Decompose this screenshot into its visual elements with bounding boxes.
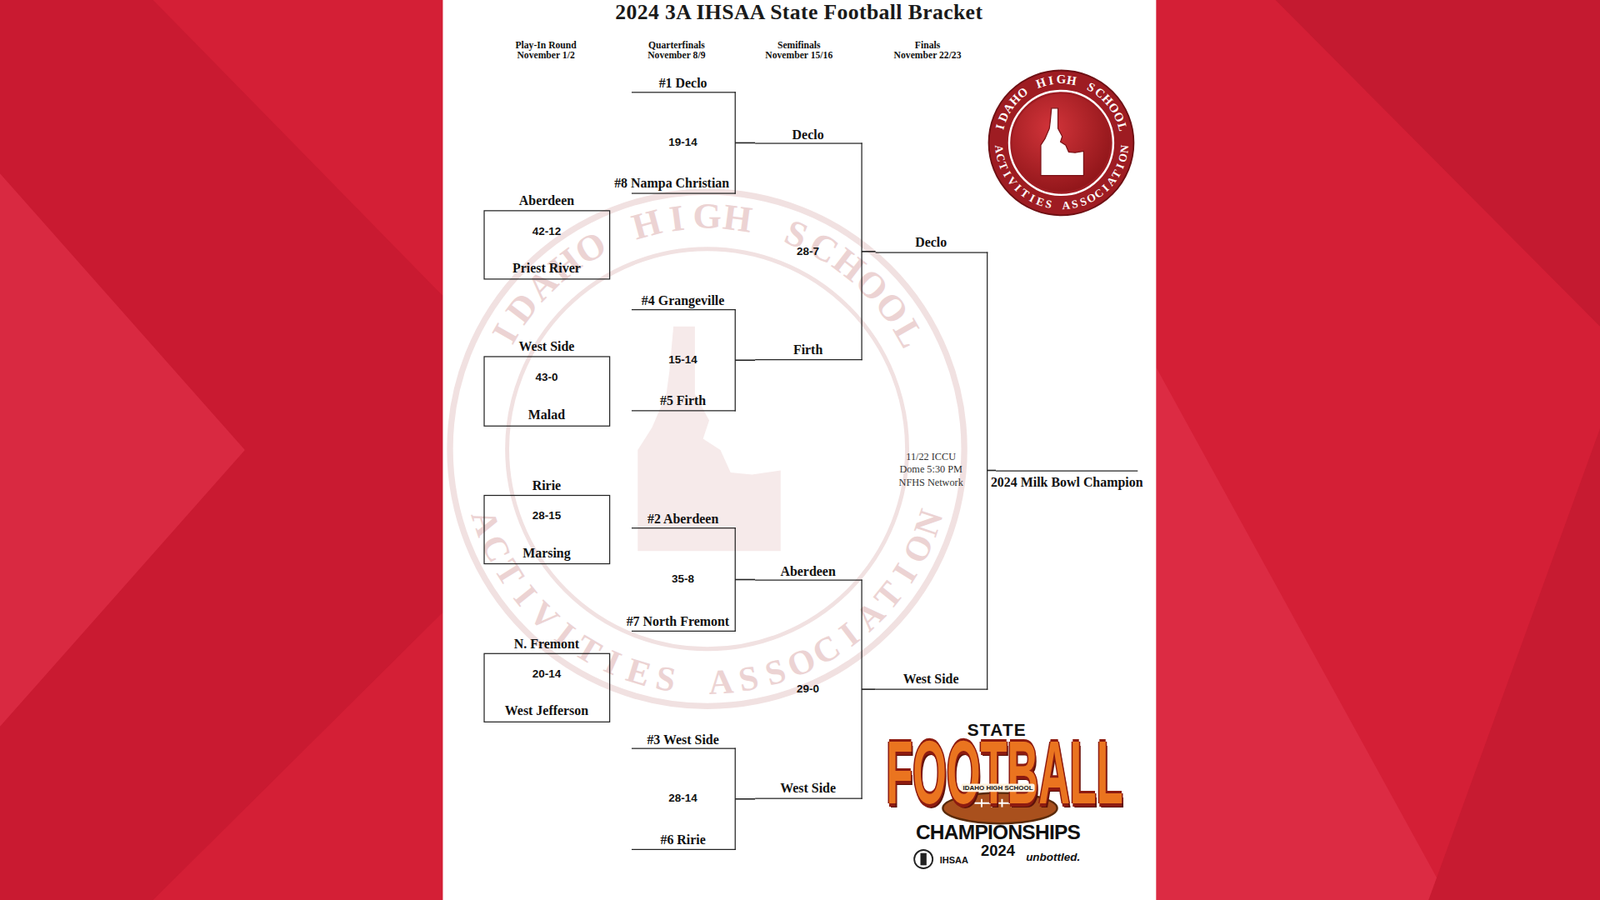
semifinal-bracket: Aberdeen29-0West Side xyxy=(755,580,863,800)
arc-letter: G xyxy=(689,195,726,239)
bracket-line xyxy=(735,359,755,361)
chevron xyxy=(1428,428,1600,900)
round-header: Play-In Round November 1/2 xyxy=(505,39,587,61)
team-name: #8 Nampa Christian xyxy=(614,175,730,192)
score: 19-14 xyxy=(668,135,697,150)
ihsaa-icon xyxy=(914,850,933,869)
team-name: West Side xyxy=(780,780,836,797)
round-header: Semifinals November 15/16 xyxy=(759,39,840,61)
score: 28-15 xyxy=(532,509,561,523)
arc-letter xyxy=(675,660,712,703)
logo-ring xyxy=(989,70,1135,215)
team-name: Firth xyxy=(793,342,823,359)
arc-letter: I xyxy=(1044,73,1059,90)
arc-letter xyxy=(1050,199,1064,213)
team-name: Malad xyxy=(528,406,565,423)
arc-letter: A xyxy=(702,660,740,703)
team-name: West Side xyxy=(903,670,960,687)
ihsaa-icon-mark xyxy=(920,853,926,866)
team-name: #4 Grangeville xyxy=(641,292,725,309)
logo-word: 2024 xyxy=(980,842,1015,860)
play-in-box: Aberdeen42-12Priest River xyxy=(483,210,610,280)
bracket-line xyxy=(861,688,876,690)
final-bracket: Declo11/22 ICCU Dome 5:30 PM NFHS Networ… xyxy=(875,251,989,690)
team-name: #3 West Side xyxy=(646,730,719,747)
page xyxy=(442,0,1156,900)
score: 42-12 xyxy=(532,224,561,238)
team-name: N. Fremont xyxy=(514,635,580,652)
logo-inner-ring xyxy=(1009,90,1114,195)
semifinal-bracket: Declo28-7Firth xyxy=(755,142,863,360)
bracket-line xyxy=(987,470,997,472)
team-name: Ririe xyxy=(532,477,561,494)
round-header: Finals November 22/23 xyxy=(892,39,962,61)
score: 28-14 xyxy=(668,791,697,805)
bracket-title: 2024 3A IHSAA State Football Bracket xyxy=(615,0,983,26)
logo-word: CHAMPIONSHIPS xyxy=(915,820,1080,844)
logo-word: FOOTBALL xyxy=(886,727,1124,818)
chevron xyxy=(0,0,443,900)
score: 29-0 xyxy=(796,682,820,696)
bracket-line xyxy=(735,142,755,145)
team-name: Priest River xyxy=(512,260,581,276)
team-name: Aberdeen xyxy=(780,562,835,579)
logo-word: IDAHO HIGH SCHOOL xyxy=(960,784,1035,792)
quarterfinal-bracket: #2 Aberdeen35-8#7 North Fremont xyxy=(631,527,736,632)
team-name: #2 Aberdeen xyxy=(647,510,719,527)
team-name: #1 Declo xyxy=(659,75,708,91)
team-name: #7 North Fremont xyxy=(626,613,730,630)
arc-letter: A xyxy=(1059,199,1072,213)
play-in-box: N. Fremont20-14West Jefferson xyxy=(483,653,610,723)
arc-letter: G xyxy=(1055,73,1068,88)
team-name: #5 Firth xyxy=(660,393,706,410)
arc-letter: H xyxy=(1033,75,1050,93)
team-name: Declo xyxy=(792,125,825,142)
quarterfinal-bracket: #4 Grangeville15-14#5 Firth xyxy=(631,309,736,411)
play-in-box: Ririe28-15Marsing xyxy=(483,495,610,565)
arc-letter: H xyxy=(716,195,759,243)
team-name: West Jefferson xyxy=(505,702,589,719)
team-name: Marsing xyxy=(522,545,570,561)
arc-letter: S xyxy=(1041,196,1055,212)
score: 28-7 xyxy=(796,244,820,258)
chevron xyxy=(1155,367,1449,900)
chevron xyxy=(1275,0,1600,327)
score: 35-8 xyxy=(671,572,695,586)
arc-letter: I xyxy=(655,195,698,243)
chevron xyxy=(0,173,245,727)
arc-letter: N xyxy=(1116,143,1131,156)
sponsor-name: unbottled. xyxy=(1025,850,1080,864)
bracket-line xyxy=(861,250,876,253)
quarterfinal-bracket: #1 Declo19-14#8 Nampa Christian xyxy=(631,91,736,194)
team-name: Declo xyxy=(915,235,947,251)
score: 20-14 xyxy=(532,667,561,681)
logo-disc xyxy=(1012,94,1111,193)
sponsor-name: IHSAA xyxy=(940,855,969,866)
arc-letter: L xyxy=(1113,119,1130,135)
round-header: Quarterfinals November 8/9 xyxy=(640,39,713,61)
team-name: Aberdeen xyxy=(519,193,575,210)
score: 43-0 xyxy=(535,370,558,385)
arc-letter: H xyxy=(623,200,670,250)
game-info: 11/22 ICCU Dome 5:30 PM NFHS Network xyxy=(894,450,968,490)
logo-arc-text: ACTIVITIES ASSOCIATION xyxy=(980,60,1144,225)
watermark-seal xyxy=(450,191,965,706)
team-name: #6 Ririe xyxy=(660,831,705,848)
bracket-line xyxy=(735,798,755,800)
idaho-shape xyxy=(1040,108,1084,176)
quarterfinal-bracket: #3 West Side28-14#6 Ririe xyxy=(631,748,736,850)
team-name: West Side xyxy=(519,339,575,355)
arc-letter: S xyxy=(645,655,686,702)
bracket-line xyxy=(735,579,755,581)
score: 15-14 xyxy=(668,353,697,367)
champion-label: 2024 Milk Bowl Champion xyxy=(990,474,1144,490)
champion-line: 2024 Milk Bowl Champion xyxy=(995,470,1138,497)
play-in-box: West Side43-0Malad xyxy=(483,355,610,426)
arc-letter: H xyxy=(1064,73,1079,90)
